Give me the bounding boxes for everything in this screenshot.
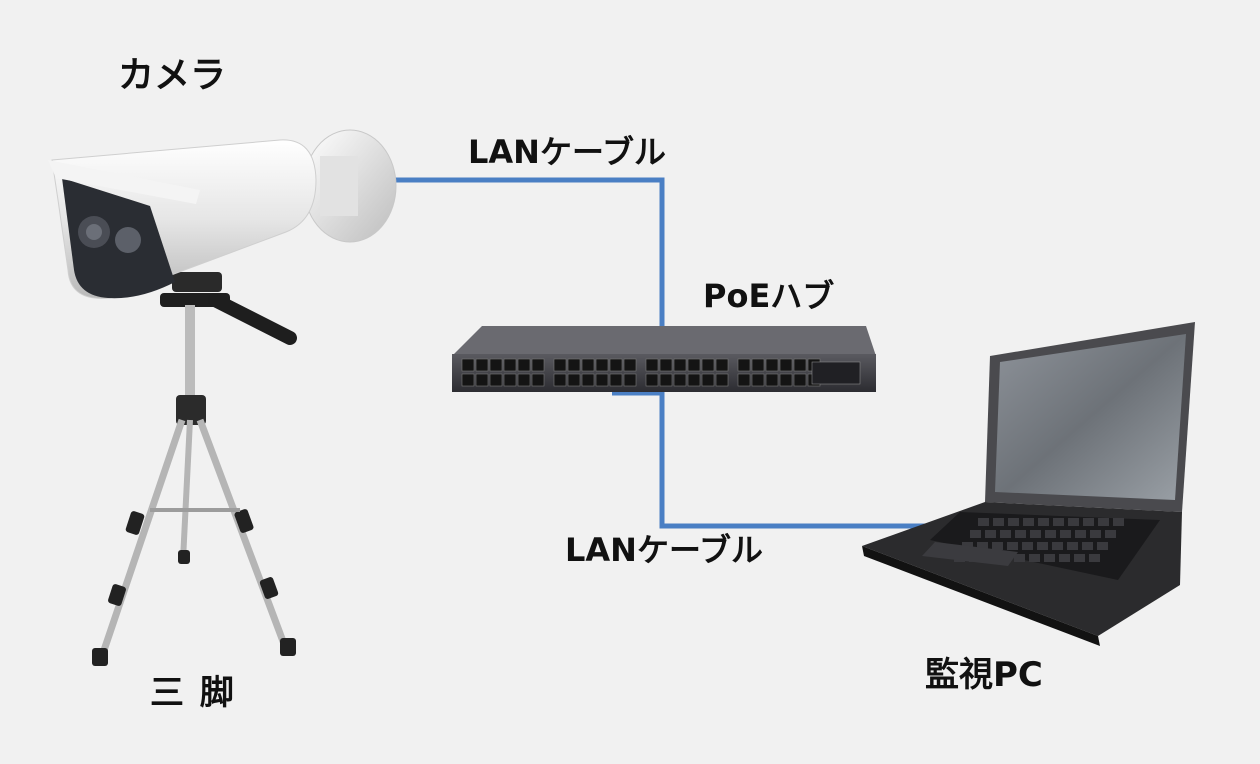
laptop-key [1000,530,1011,538]
switch-port [567,373,581,387]
switch-port [715,373,729,387]
laptop-key [1098,518,1109,526]
laptop-key [1044,554,1055,562]
laptop-key [1023,518,1034,526]
camera-label: カメラ [118,55,227,96]
switch-port [581,373,595,387]
switch-port [489,358,503,372]
switch-port [623,373,637,387]
laptop-key [1014,554,1025,562]
switch-port [623,358,637,372]
poe-switch-icon [452,326,876,392]
laptop-key [1060,530,1071,538]
laptop-key [970,530,981,538]
laptop-key [1074,554,1085,562]
switch-port [595,358,609,372]
switch-port [673,358,687,372]
switch-port [517,358,531,372]
switch-port [517,373,531,387]
monitor-pc-label: 監視PC [925,655,1043,695]
switch-port [461,373,475,387]
laptop-key [1097,542,1108,550]
camera-icon [48,129,397,299]
switch-port [475,358,489,372]
laptop-key [1029,554,1040,562]
laptop-key [1030,530,1041,538]
laptop-key [1022,542,1033,550]
laptop-key [1038,518,1049,526]
switch-port [673,373,687,387]
switch-port [645,373,659,387]
laptop-key [1089,554,1100,562]
laptop-key [992,542,1003,550]
laptop-key [1052,542,1063,550]
switch-port [701,358,715,372]
switch-port [581,358,595,372]
laptop-key [1113,518,1124,526]
laptop-key [1053,518,1064,526]
laptop-key [1083,518,1094,526]
switch-port [779,373,793,387]
laptop-key [1067,542,1078,550]
lan-cable-bottom [612,390,925,529]
laptop-key [1105,530,1116,538]
switch-port [461,358,475,372]
lan-cable-top [393,177,665,330]
tripod-icon [92,272,297,666]
laptop-key [1075,530,1086,538]
laptop-key [1015,530,1026,538]
switch-port [567,358,581,372]
lan-cable-top-label: LANケーブル [468,133,667,171]
switch-port [503,358,517,372]
laptop-key [1059,554,1070,562]
switch-port [659,373,673,387]
switch-port [779,358,793,372]
laptop-key [1045,530,1056,538]
switch-port [793,373,807,387]
laptop-icon [862,322,1195,646]
switch-port [609,373,623,387]
switch-port [737,358,751,372]
switch-port [503,373,517,387]
laptop-key [985,530,996,538]
laptop-key [1007,542,1018,550]
switch-port [475,373,489,387]
switch-port [659,358,673,372]
laptop-key [978,518,989,526]
tripod-label: 三 脚 [150,673,236,713]
switch-port [609,358,623,372]
switch-port [553,358,567,372]
laptop-key [977,542,988,550]
switch-port [645,358,659,372]
laptop-key [1068,518,1079,526]
switch-port [751,373,765,387]
switch-port [687,358,701,372]
laptop-key [993,518,1004,526]
switch-port [765,373,779,387]
poe-hub-label: PoEハブ [703,277,835,315]
switch-port [751,358,765,372]
laptop-key [1037,542,1048,550]
switch-port [737,373,751,387]
switch-port [765,358,779,372]
switch-port [489,373,503,387]
switch-port [531,358,545,372]
switch-port [793,358,807,372]
laptop-key [1090,530,1101,538]
laptop-key [1082,542,1093,550]
switch-port [531,373,545,387]
switch-port [687,373,701,387]
switch-port [701,373,715,387]
laptop-key [1008,518,1019,526]
switch-port [595,373,609,387]
lan-cable-bottom-label: LANケーブル [565,531,764,569]
switch-port [715,358,729,372]
switch-port [553,373,567,387]
